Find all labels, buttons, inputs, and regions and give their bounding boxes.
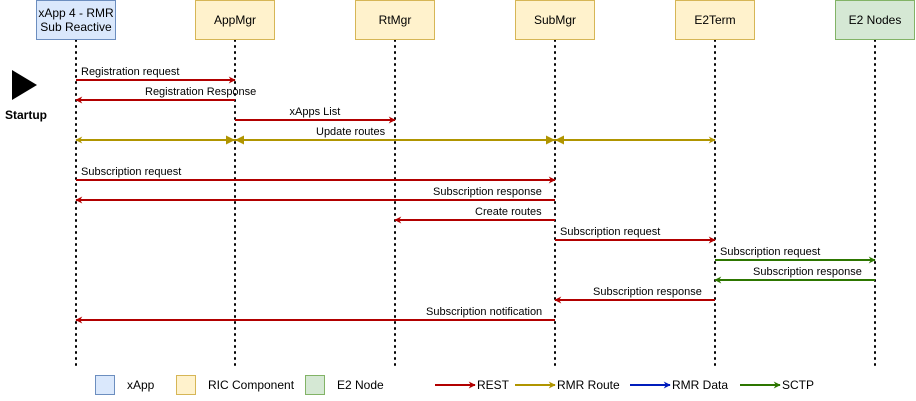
message-label: Subscription request [560,226,661,238]
legend-swatch-ric [176,375,196,395]
legend-label: SCTP [782,378,815,392]
message-label: Create routes [475,206,542,218]
actor-appmgr: AppMgr [195,0,275,40]
actor-label: E2 Nodes [848,13,902,27]
message-label: Update routes [316,126,386,138]
message-label: Subscription response [593,286,702,298]
actor-rtmgr: RtMgr [355,0,435,40]
actor-submgr: SubMgr [515,0,595,40]
actor-label: RtMgr [378,13,412,27]
legend-label: RMR Data [672,378,729,392]
legend-label: xApp [127,378,155,392]
legend-label: REST [477,378,510,392]
legend-swatch-xapp [95,375,115,395]
actor-label-line2: Sub Reactive [40,20,112,34]
legend-label: RMR Route [557,378,620,392]
startup-play-icon [12,70,37,100]
actor-e2nodes: E2 Nodes [835,0,915,40]
message-label: Registration Response [145,86,257,98]
message-label: Registration request [81,66,180,78]
message-label: Subscription response [753,266,862,278]
actor-label: xApp 4 - RMR [38,6,114,20]
message-label: Subscription request [720,246,821,258]
message-arrow [75,135,716,145]
actor-label: SubMgr [533,13,577,27]
legend-label: RIC Component [208,378,295,392]
message-label: Subscription response [433,186,542,198]
message-label: Subscription notification [426,306,543,318]
actor-label: AppMgr [213,13,257,27]
startup-label: Startup [5,108,47,122]
legend-label: E2 Node [337,378,384,392]
legend-swatch-e2 [305,375,325,395]
message-label: Subscription request [81,166,182,178]
actor-label: E2Term [694,13,736,27]
actor-e2term: E2Term [675,0,755,40]
message-label: xApps List [289,106,341,118]
